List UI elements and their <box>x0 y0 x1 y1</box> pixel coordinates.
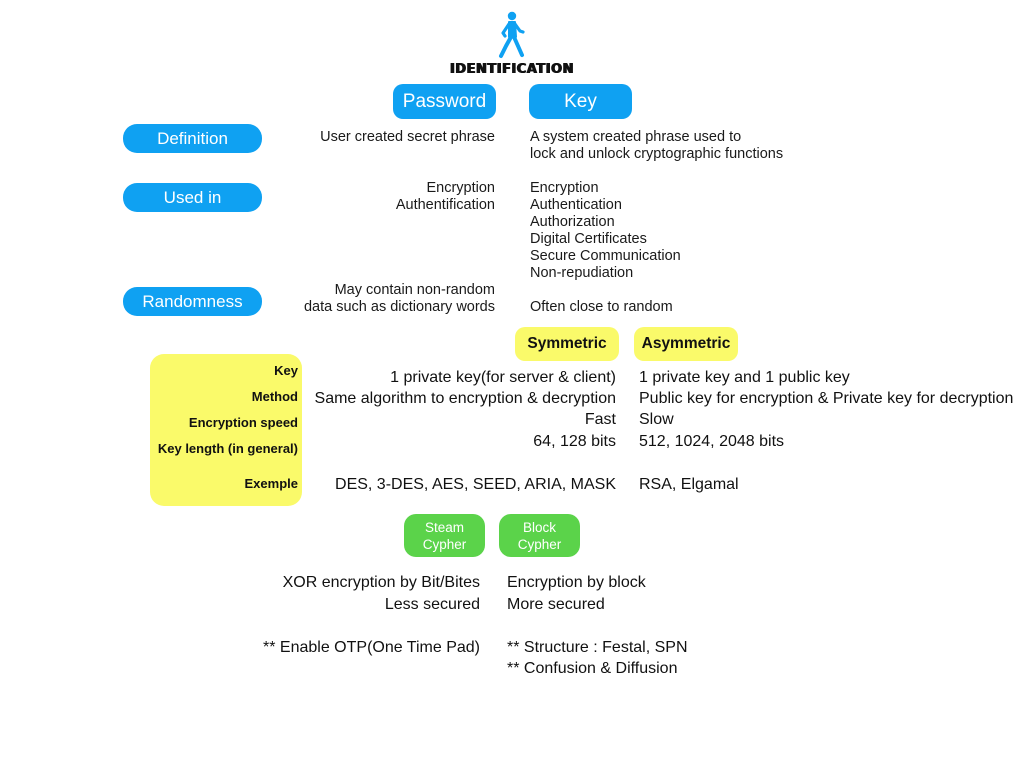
symmetric-length: 64, 128 bits <box>533 433 616 450</box>
symmetric-method: Same algorithm to encryption & decryptio… <box>314 390 616 407</box>
definition-label: Definition <box>123 124 262 153</box>
crypto-label-length: Key length (in general) <box>157 441 298 456</box>
key-used-in: Encryption Authentication Authorization … <box>530 180 681 281</box>
symmetric-key: 1 private key(for server & client) <box>390 369 616 386</box>
stream-line2: Less secured <box>384 596 480 613</box>
key-header: Key <box>529 84 632 119</box>
stream-note: ** Enable OTP(One Time Pad) <box>263 639 480 656</box>
crypto-label-example: Exemple <box>244 476 298 491</box>
symmetric-speed: Fast <box>584 411 616 428</box>
randomness-label: Randomness <box>123 287 262 316</box>
asymmetric-length: 512, 1024, 2048 bits <box>639 433 785 450</box>
block-note1: ** Structure : Festal, SPN <box>507 639 688 656</box>
password-definition: User created secret phrase <box>320 129 495 145</box>
crypto-label-method: Method <box>251 389 298 404</box>
block-line2: More secured <box>507 596 605 613</box>
page-title: IDENTIFICATION <box>449 62 575 77</box>
symmetric-header: Symmetric <box>515 327 619 361</box>
used-in-label: Used in <box>123 183 262 212</box>
crypto-labels-panel <box>150 354 302 506</box>
stream-cypher-box: Steam Cypher <box>404 514 485 557</box>
stream-line1: XOR encryption by Bit/Bites <box>282 574 480 591</box>
asymmetric-speed: Slow <box>639 411 674 428</box>
symmetric-example: DES, 3-DES, AES, SEED, ARIA, MASK <box>335 476 616 493</box>
asymmetric-method: Public key for encryption & Private key … <box>639 390 1014 407</box>
password-header: Password <box>393 84 496 119</box>
crypto-label-key: Key <box>274 363 298 378</box>
asymmetric-header: Asymmetric <box>634 327 738 361</box>
block-cypher-box: Block Cypher <box>499 514 580 557</box>
password-used-in: Encryption Authentification <box>395 180 495 213</box>
key-randomness: Often close to random <box>530 299 673 315</box>
key-definition: A system created phrase used to lock and… <box>530 129 784 162</box>
password-randomness: May contain non-random data such as dict… <box>303 282 495 315</box>
asymmetric-key: 1 private key and 1 public key <box>639 369 850 386</box>
block-line1: Encryption by block <box>507 574 646 591</box>
crypto-label-speed: Encryption speed <box>188 415 298 430</box>
walking-person-icon <box>499 11 525 58</box>
block-note2: ** Confusion & Diffusion <box>507 660 678 677</box>
asymmetric-example: RSA, Elgamal <box>639 476 739 493</box>
